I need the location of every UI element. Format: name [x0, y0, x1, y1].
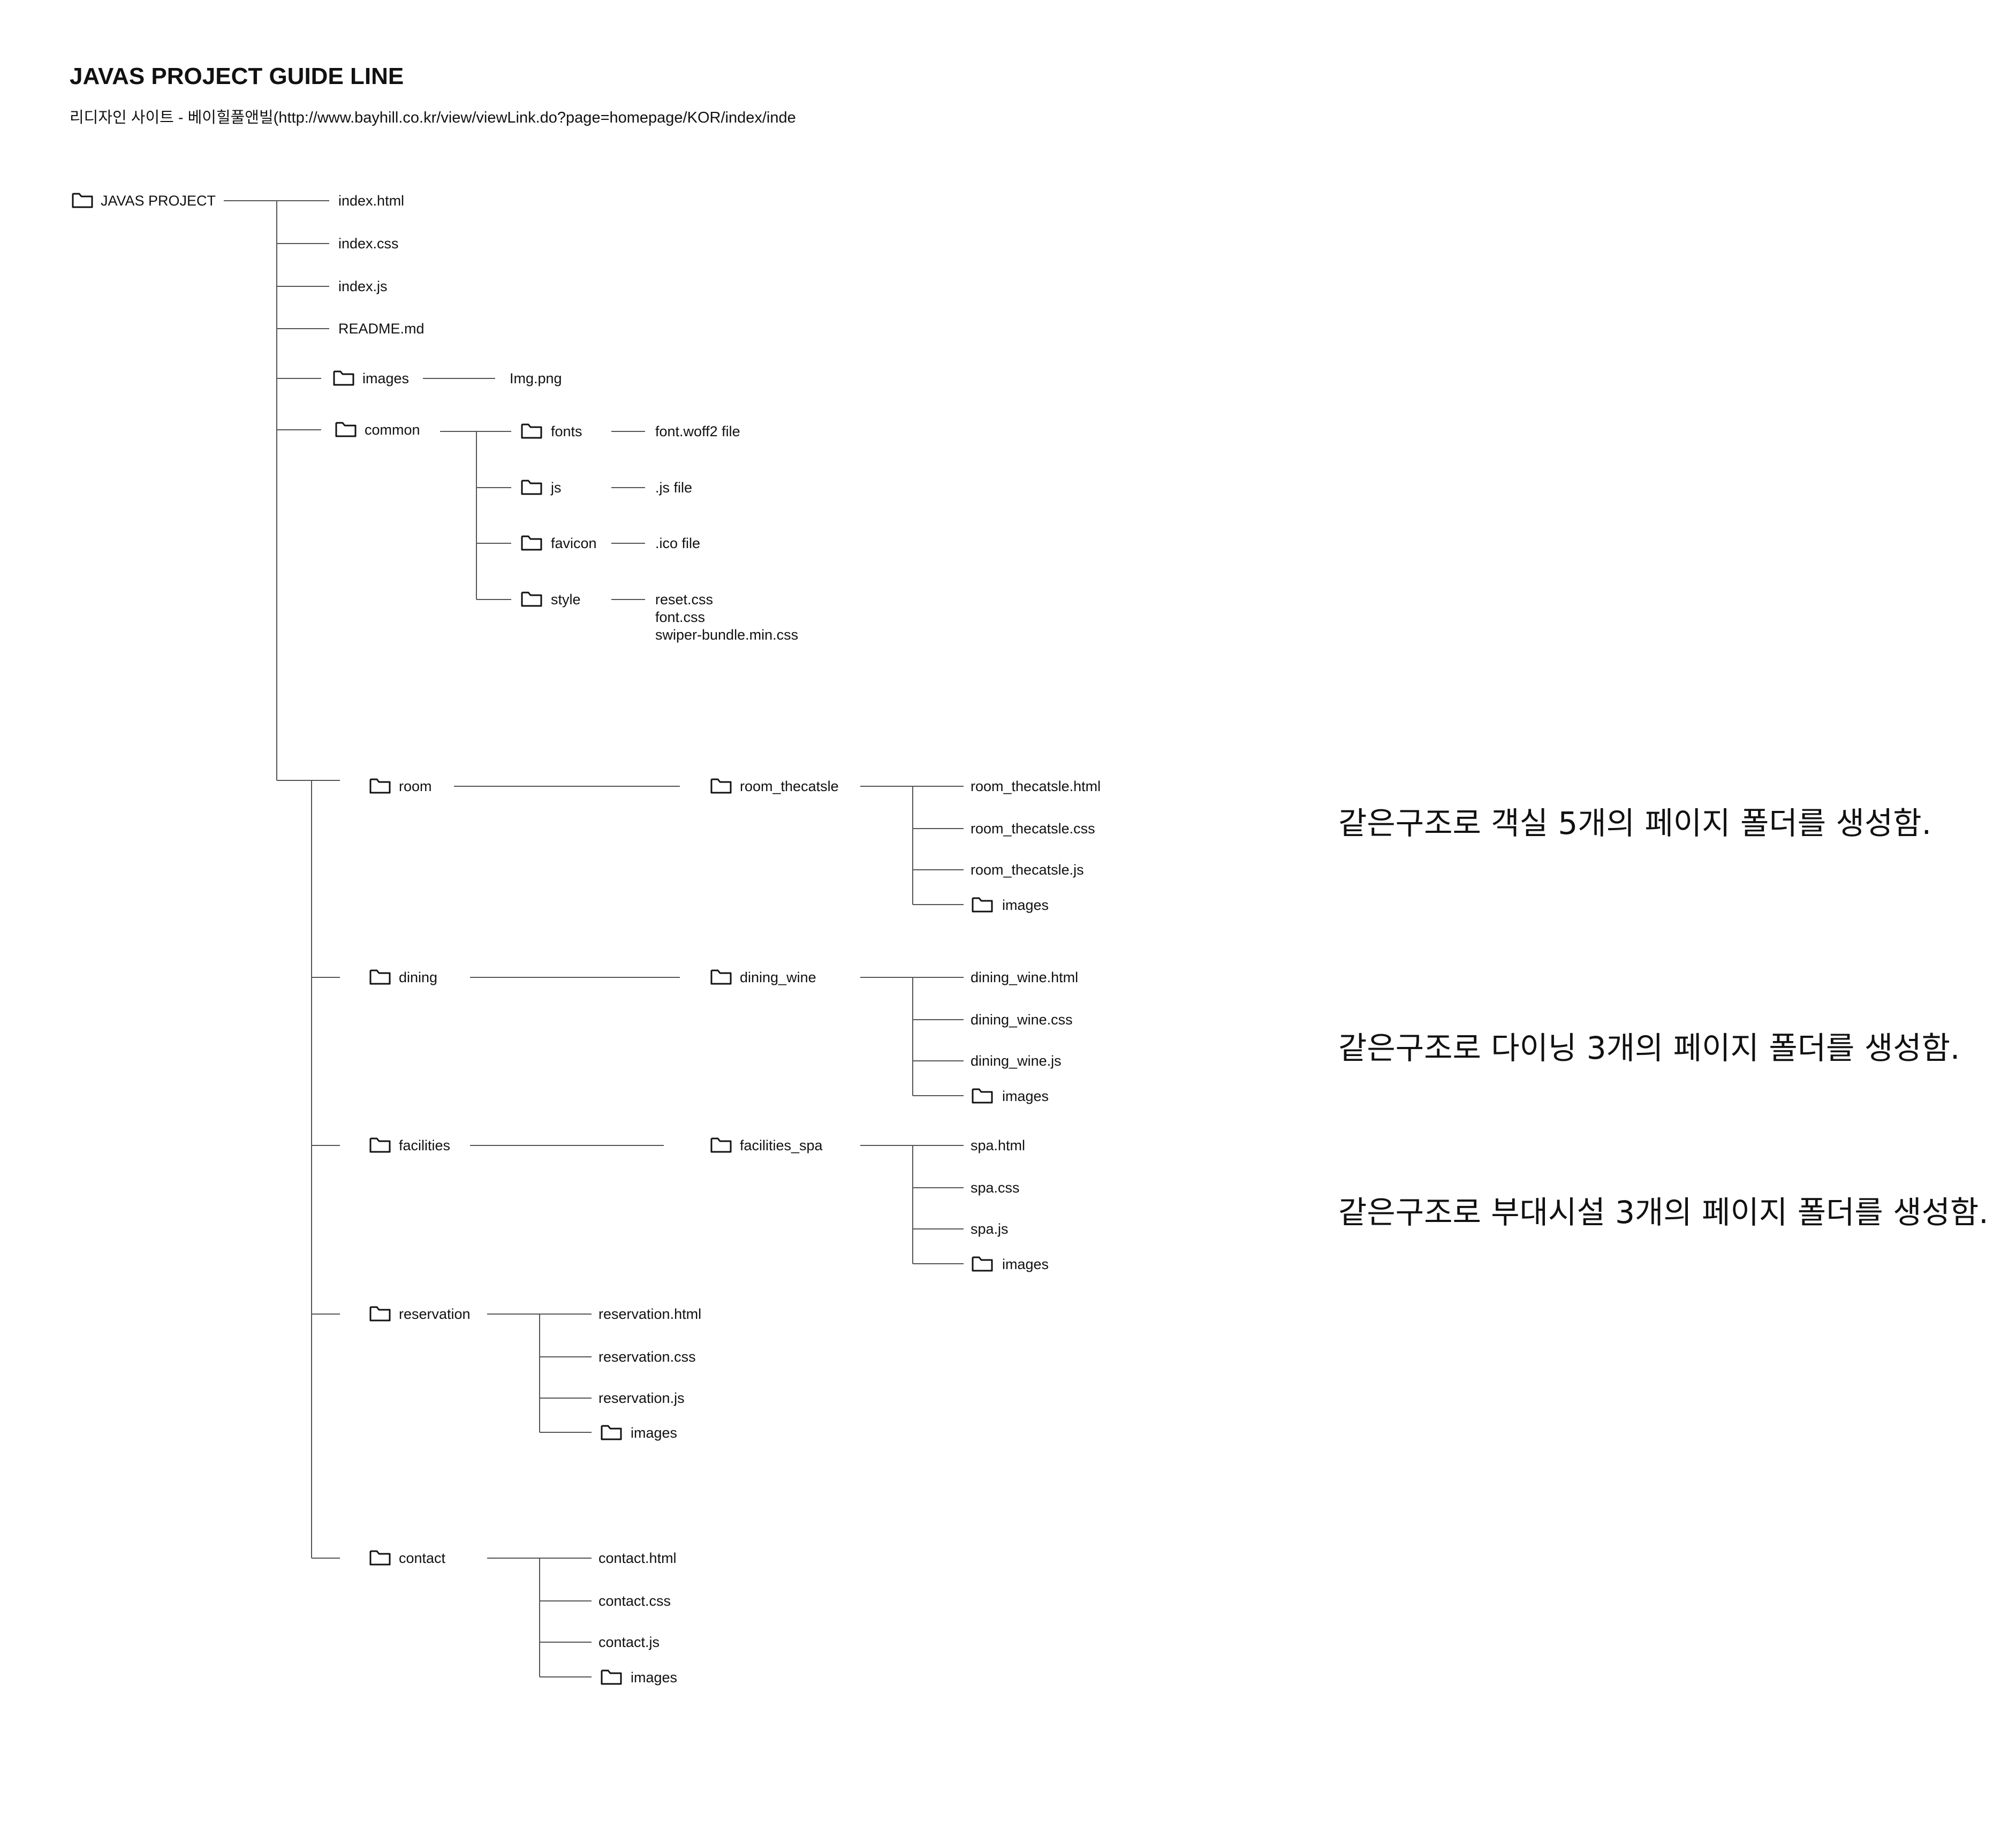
file-label: dining_wine.js: [971, 1053, 1062, 1069]
folder-icon: [333, 370, 354, 386]
page-subtitle: 리디자인 사이트 - 베이힐풀앤빌(http://www.bayhill.co.…: [70, 109, 796, 126]
folder-label-js: js: [551, 480, 562, 496]
folder-icon: [710, 1137, 732, 1153]
folder-icon: [335, 422, 357, 437]
folder-label-reservation: reservation: [399, 1306, 471, 1322]
file-label: spa.css: [971, 1180, 1020, 1196]
page-title: JAVAS PROJECT GUIDE LINE: [70, 63, 404, 89]
file-label: reservation.css: [598, 1349, 696, 1365]
folder-label-favicon: favicon: [551, 535, 597, 551]
file-label: .ico file: [655, 535, 701, 551]
file-label: reservation.html: [598, 1306, 702, 1322]
folder-icon: [972, 1256, 993, 1272]
file-label: dining_wine.html: [971, 969, 1079, 985]
file-label: README.md: [338, 321, 425, 337]
folder-label-dining: dining: [399, 969, 438, 985]
file-label: room_thecatsle.js: [971, 862, 1084, 878]
file-label: Img.png: [510, 370, 562, 386]
folder-label-dining-wine: dining_wine: [740, 969, 816, 985]
folder-label-images: images: [1002, 1256, 1049, 1272]
folder-icon: [972, 1088, 993, 1104]
file-label: spa.js: [971, 1221, 1009, 1237]
folder-label-root: JAVAS PROJECT: [101, 193, 216, 209]
file-label: contact.css: [598, 1593, 671, 1609]
file-label: room_thecatsle.html: [971, 778, 1101, 794]
file-label: font.css: [655, 609, 706, 625]
note-dining: 같은구조로 다이닝 3개의 페이지 폴더를 생성함.: [1338, 1030, 1960, 1066]
file-label: font.woff2 file: [655, 423, 740, 439]
folder-icon: [601, 1669, 622, 1685]
file-label: contact.js: [598, 1634, 660, 1650]
folder-label-contact: contact: [399, 1550, 446, 1566]
folder-label-images: images: [1002, 1088, 1049, 1104]
folder-label-facilities-spa: facilities_spa: [740, 1137, 823, 1153]
folder-icon: [710, 778, 732, 794]
folder-label-images: images: [631, 1669, 678, 1686]
folder-label-images: images: [362, 370, 410, 386]
note-room: 같은구조로 객실 5개의 페이지 폴더를 생성함.: [1338, 805, 1932, 841]
file-label: index.js: [338, 278, 388, 294]
folder-icon: [521, 480, 542, 495]
file-label: dining_wine.css: [971, 1012, 1073, 1028]
folder-icon: [972, 897, 993, 913]
folder-icon: [521, 535, 542, 551]
folder-label-facilities: facilities: [399, 1137, 451, 1153]
file-label: index.html: [338, 193, 405, 209]
file-label: spa.html: [971, 1137, 1026, 1153]
folder-label-common: common: [365, 422, 420, 438]
folder-icon: [369, 1306, 391, 1322]
folder-icon: [521, 591, 542, 607]
folder-label-room-thecatsle: room_thecatsle: [740, 778, 839, 794]
folder-label-fonts: fonts: [551, 423, 582, 439]
file-label: contact.html: [598, 1550, 677, 1566]
file-label: swiper-bundle.min.css: [655, 627, 799, 643]
folder-label-room: room: [399, 778, 432, 794]
folder-icon: [521, 423, 542, 439]
file-label: index.css: [338, 236, 399, 252]
file-label: room_thecatsle.css: [971, 821, 1095, 837]
note-facilities: 같은구조로 부대시설 3개의 페이지 폴더를 생성함.: [1338, 1194, 1989, 1231]
file-label: .js file: [655, 480, 693, 496]
folder-icon: [369, 1137, 391, 1153]
file-label: reset.css: [655, 591, 714, 608]
folder-label-images: images: [631, 1425, 678, 1441]
file-label: reservation.js: [598, 1390, 685, 1406]
folder-icon: [369, 1550, 391, 1566]
folder-label-style: style: [551, 591, 581, 608]
folder-icon: [369, 969, 391, 985]
folder-icon: [72, 193, 93, 208]
folder-icon: [601, 1425, 622, 1440]
folder-icon: [369, 778, 391, 794]
folder-icon: [710, 969, 732, 985]
folder-label-images: images: [1002, 897, 1049, 913]
